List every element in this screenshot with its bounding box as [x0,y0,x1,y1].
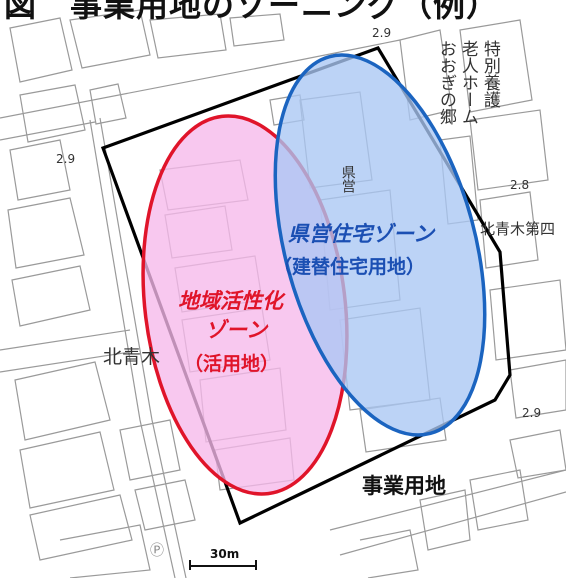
parking-label: Ⓟ [150,543,164,559]
scale-bar-label: 30m [210,547,240,561]
height-label-1: 2.9 [372,26,392,40]
prefectural-housing-zone-sub: （建替住宅用地） [273,256,426,278]
height-label-3: 2.8 [510,178,530,192]
facility-label-line2: 老人ホーム [457,40,478,125]
site-label: 事業用地 [362,474,446,498]
kitaaoki-label-east: 北青木第四 [480,220,556,238]
revitalization-zone-name-line1: 地域活性化 [178,289,283,313]
facility-label-line3: おおぎの郷 [435,40,456,125]
height-label-4: 2.9 [522,406,542,420]
kitaaoki-label-west: 北青木 [103,346,161,368]
scale-bar-line [189,560,257,570]
prefectural-housing-zone-name: 県営住宅ゾーン [288,222,434,246]
facility-label-line1: 特別養護 [479,40,500,108]
map-title: 図 事業用地のゾーニング（例） [4,0,500,24]
prefectural-vertical-label: 県営 [339,165,356,193]
revitalization-zone-sub: （活用地） [184,353,280,375]
revitalization-zone-name-line2: ゾーン [205,318,267,342]
prefectural-housing-zone-ellipse [273,53,487,437]
height-label-2: 2.9 [56,152,76,166]
